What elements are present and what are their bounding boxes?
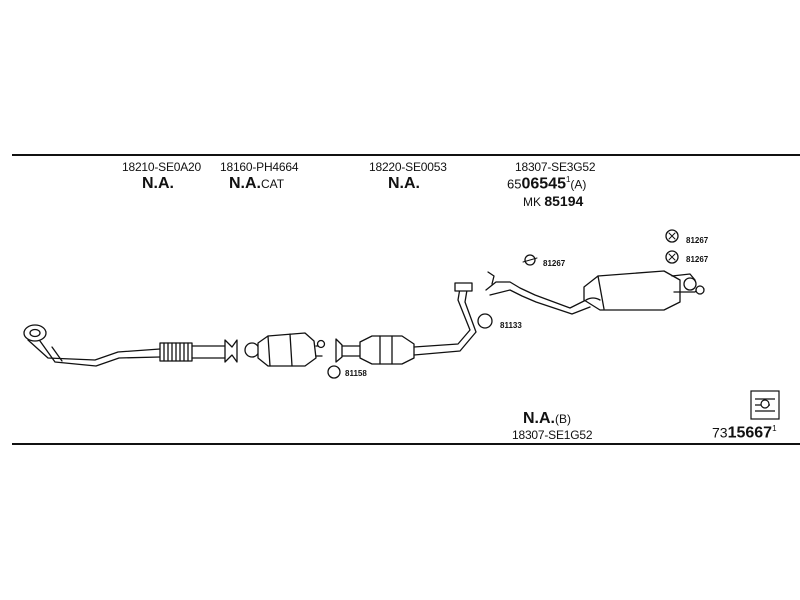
diagram-number: 73156671 [712,424,777,442]
part-status-catalyst: N.A.CAT [229,175,285,192]
silencer-code: 65065451(A) [507,175,587,193]
hanger-81267-lower [665,250,679,264]
top-rule [12,154,800,156]
ref-81267-lower: 81267 [686,255,709,264]
part-status-front-pipe: N.A. [142,175,174,192]
hanger-81267-upper [665,229,679,243]
hanger-ring-81158 [327,365,341,379]
ref-81158: 81158 [345,369,367,378]
front-pipe [23,324,238,367]
rear-silencer [485,270,705,315]
ref-81267-upper: 81267 [686,236,709,245]
hanger-ring-81133 [477,313,493,329]
part-number-front-pipe: 18210-SE0A20 [122,160,201,174]
part-status-center-pipe: N.A. [388,175,420,192]
ref-81133: 81133 [500,321,522,330]
bottom-part-number: 18307-SE1G52 [512,428,593,442]
bottom-part-status: N.A.(B) [523,410,571,427]
part-number-rear-silencer: 18307-SE3G52 [515,160,596,174]
catalytic-converter [244,332,326,367]
bottom-rule [12,443,800,445]
hanger-clamp-81267 [522,254,538,266]
ref-81267-clamp: 81267 [543,259,566,268]
part-number-catalyst: 18160-PH4664 [220,160,299,174]
catalog-book-icon [750,390,780,420]
part-number-center-pipe: 18220-SE0053 [369,160,447,174]
mk-code: MK 85194 [523,193,584,209]
center-pipe [335,282,477,365]
